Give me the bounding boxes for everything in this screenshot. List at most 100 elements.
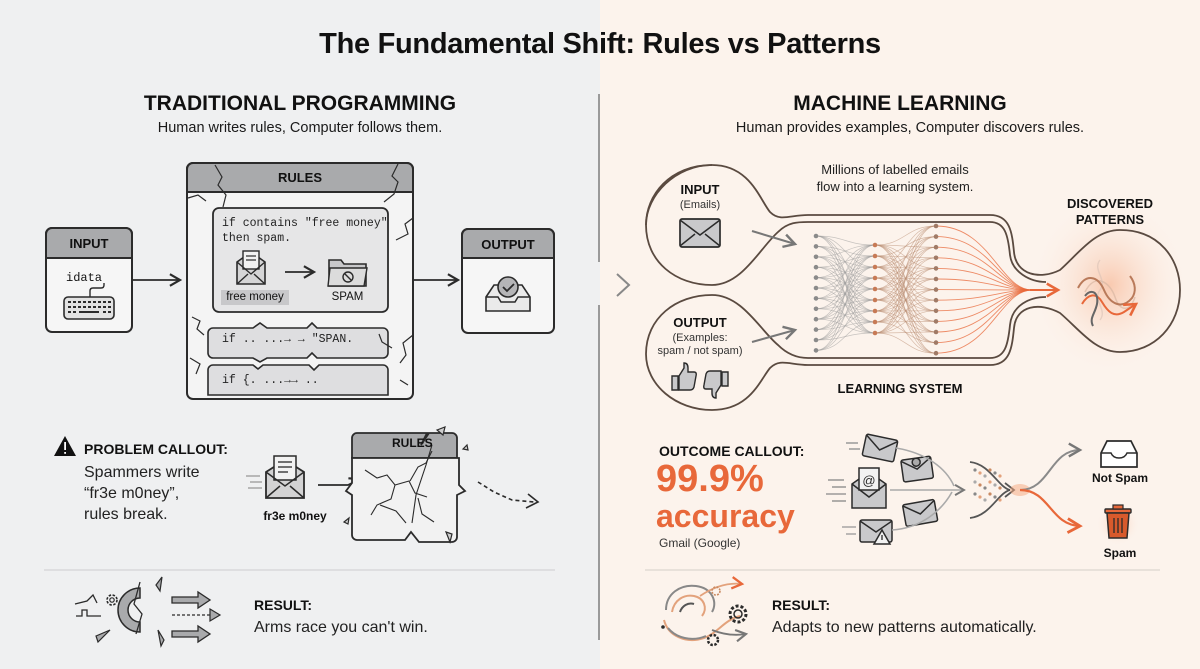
nn-node bbox=[933, 308, 939, 314]
nn-node bbox=[872, 319, 878, 325]
problem-line-3: rules break. bbox=[84, 506, 168, 523]
spam-email-icon bbox=[246, 455, 305, 499]
nn-node bbox=[872, 308, 878, 314]
free-money-tag: free money bbox=[226, 291, 284, 303]
arms-race-icon bbox=[74, 576, 222, 648]
nn-link bbox=[874, 246, 937, 334]
traditional-result-text: Arms race you can't win. bbox=[254, 619, 428, 636]
thumbs-down-icon bbox=[703, 370, 729, 399]
nn-link bbox=[874, 332, 937, 354]
spam-label: Spam bbox=[1103, 546, 1137, 560]
ml-output-sub-2: spam / not spam) bbox=[657, 345, 743, 357]
nn-link bbox=[874, 225, 937, 334]
patterns-line-2: PATTERNS bbox=[1075, 212, 1145, 227]
nn-node bbox=[933, 276, 939, 282]
not-spam-inbox-icon bbox=[1100, 440, 1138, 468]
ml-input-label: INPUT bbox=[680, 182, 720, 197]
accuracy-value: 99.9% bbox=[656, 458, 764, 500]
nn-link bbox=[874, 225, 937, 246]
nn-node bbox=[813, 316, 819, 322]
nn-node bbox=[933, 319, 939, 324]
classifier-funnel-icon bbox=[969, 442, 1083, 534]
ml-result-text: Adapts to new patterns automatically. bbox=[772, 619, 1037, 636]
nn-link bbox=[874, 331, 937, 334]
ml-heading: MACHINE LEARNING bbox=[793, 92, 1007, 115]
output-label: OUTPUT bbox=[481, 237, 535, 252]
nn-node bbox=[933, 329, 939, 335]
spam-folder-label: SPAM bbox=[331, 291, 364, 303]
page-title: The Fundamental Shift: Rules vs Patterns bbox=[319, 28, 881, 60]
nn-node bbox=[933, 287, 939, 292]
nn-link bbox=[874, 225, 937, 312]
funnel-dot bbox=[983, 498, 987, 502]
patterns-line-1: DISCOVERED bbox=[1067, 196, 1153, 211]
ml-output-sub-1: (Examples: bbox=[672, 332, 728, 344]
input-label: INPUT bbox=[69, 236, 109, 251]
nn-link bbox=[815, 277, 876, 351]
rule-1-line-1: if contains "free money" bbox=[222, 217, 388, 230]
keyboard-icon bbox=[63, 283, 115, 320]
nn-link bbox=[815, 321, 876, 351]
funnel-dot bbox=[993, 471, 997, 475]
nn-node bbox=[933, 350, 939, 356]
nn-link bbox=[815, 244, 876, 258]
learning-system-label: LEARNING SYSTEM bbox=[837, 381, 963, 396]
nn-node bbox=[872, 242, 878, 248]
ml-caption-line-2: flow into a learning system. bbox=[816, 179, 974, 194]
ml-input-sub: (Emails) bbox=[679, 199, 721, 211]
adapts-icon bbox=[661, 576, 749, 647]
nn-node bbox=[813, 264, 819, 270]
broken-rules-label: RULES bbox=[392, 436, 433, 450]
funnel-dot bbox=[983, 474, 987, 478]
rule-1-line-2: then spam. bbox=[222, 232, 292, 245]
nn-link bbox=[815, 244, 876, 299]
spam-folder-icon bbox=[327, 259, 368, 287]
funnel-dot bbox=[973, 480, 977, 484]
problem-callout-heading: PROBLEM CALLOUT: bbox=[84, 441, 228, 457]
broken-rules-icon bbox=[342, 426, 540, 544]
funnel-dot bbox=[998, 486, 1002, 490]
ml-caption-line-1: Millions of labelled emails bbox=[821, 162, 969, 177]
rules-label: RULES bbox=[277, 170, 323, 185]
email-icon bbox=[236, 250, 266, 285]
nn-output-link bbox=[935, 225, 1033, 291]
nn-node bbox=[813, 348, 819, 353]
output-box bbox=[461, 228, 555, 334]
nn-node bbox=[813, 306, 819, 312]
outcome-emails-icon: @ bbox=[826, 433, 939, 545]
funnel-dot bbox=[978, 471, 982, 475]
nn-link bbox=[815, 299, 876, 351]
nn-link bbox=[874, 268, 937, 334]
ml-result-heading: RESULT: bbox=[772, 597, 831, 613]
nn-node bbox=[933, 223, 939, 229]
funnel-dot bbox=[983, 486, 987, 490]
nn-node bbox=[933, 234, 939, 239]
problem-line-1: Spammers write bbox=[84, 464, 200, 481]
nn-node bbox=[813, 244, 819, 249]
nn-link bbox=[874, 225, 937, 268]
nn-link bbox=[815, 235, 876, 246]
input-data-text: idata bbox=[66, 271, 103, 285]
nn-link bbox=[815, 244, 876, 341]
traditional-subheading: Human writes rules, Computer follows the… bbox=[157, 120, 443, 136]
traditional-result-heading: RESULT: bbox=[254, 597, 313, 613]
nn-output-link bbox=[935, 246, 1033, 291]
input-box bbox=[45, 227, 183, 333]
nn-node bbox=[813, 337, 819, 343]
nn-link bbox=[815, 244, 876, 278]
nn-link bbox=[874, 289, 937, 334]
nn-link bbox=[874, 225, 937, 290]
funnel-dot bbox=[993, 495, 997, 499]
ml-output-label: OUTPUT bbox=[673, 315, 727, 330]
funnel-dot bbox=[973, 492, 977, 496]
nn-node bbox=[813, 275, 819, 280]
funnel-dot bbox=[973, 468, 977, 472]
outcome-callout-heading: OUTCOME CALLOUT: bbox=[659, 443, 805, 459]
nn-node bbox=[872, 286, 878, 292]
nn-node bbox=[813, 285, 819, 291]
funnel-dot bbox=[993, 483, 997, 487]
accuracy-source: Gmail (Google) bbox=[659, 536, 741, 550]
nn-node bbox=[872, 275, 878, 281]
nn-output-link bbox=[935, 289, 1033, 354]
